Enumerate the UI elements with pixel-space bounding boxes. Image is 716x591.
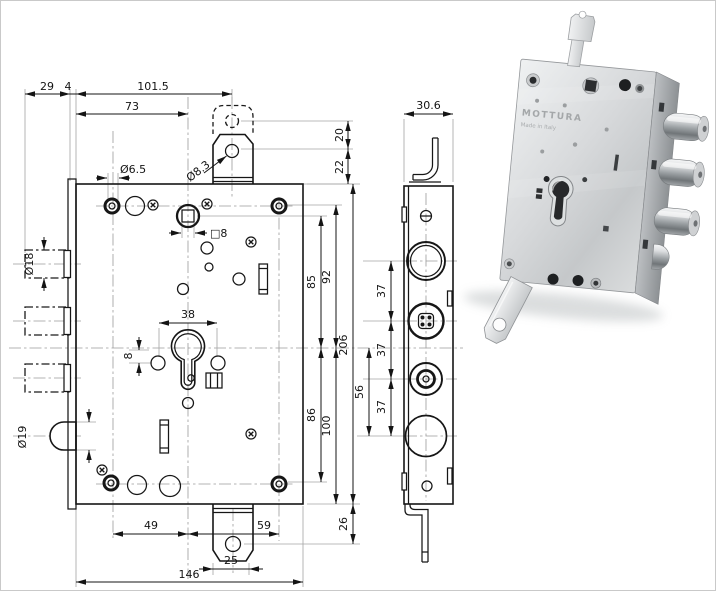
front-centerlines: [9, 97, 463, 579]
bottom-fixing-tab: [212, 504, 254, 562]
deadbolts-dashed: [24, 249, 72, 393]
photo-bolt-2: [658, 158, 705, 188]
dim-fixing-hole-dia: Ø6.5: [120, 163, 146, 176]
dim-latch-dia: Ø19: [16, 426, 29, 449]
dim-cylinder-screw-spacing: 38: [181, 308, 195, 321]
dim-axis-to-screw: 8: [122, 353, 135, 360]
side-edge-tabs: [401, 206, 453, 491]
dim-body-width: 146: [179, 568, 200, 581]
side-bolt-holes: [404, 209, 448, 492]
photo-bolt-1: [662, 112, 710, 142]
side-profile-outline: [403, 185, 454, 505]
photo-bottom-tab: [483, 276, 533, 344]
lock-body-outline: [75, 183, 304, 505]
origin-text: Made in Italy: [520, 122, 557, 131]
dim-tab-to-body: 22: [333, 160, 346, 174]
photo-plate-holes: [503, 73, 645, 289]
dim-bolt-pitch-bottom: 37: [375, 400, 388, 414]
photo-service-latch: [651, 243, 670, 270]
photo-keyhole: [547, 176, 574, 227]
dim-deadbolt-dia: Ø18: [23, 253, 36, 276]
dim-axis-to-bottom-holes: 86: [305, 408, 318, 422]
side-view: 30.6 37 37 37 56: [353, 99, 457, 563]
dim-axis-to-latch: 56: [353, 385, 366, 399]
dim-bolt-pitch-top: 37: [375, 284, 388, 298]
euro-cylinder-hole: [170, 329, 206, 391]
side-centerlines: [405, 193, 457, 501]
dim-edge-to-center: 73: [125, 100, 139, 113]
dim-holes-to-center: 49: [144, 519, 158, 532]
dim-body-depth: 30.6: [416, 99, 441, 112]
dim-bolt-pitch-mid: 37: [375, 343, 388, 357]
photo-top-tab: [567, 13, 596, 43]
latch-bolt: [49, 421, 77, 451]
dim-spindle-to-axis: 85: [305, 275, 318, 289]
front-dimension-lines: [24, 91, 356, 585]
dim-bolt-throw: 29: [40, 80, 54, 93]
dim-corner-hole-to-axis: 92: [320, 270, 333, 284]
dim-plate-thickness: 4: [65, 80, 72, 93]
dim-center-to-right-holes: 59: [257, 519, 271, 532]
photo-bolt-3: [653, 207, 700, 237]
top-tab-hole: [224, 143, 240, 159]
spindle-square-hole: [175, 203, 201, 229]
dim-body-height: 206: [337, 335, 350, 356]
photo-top-strip: [567, 37, 585, 68]
dim-tab-stroke: 20: [333, 128, 346, 142]
front-view: 29 4 101.5 73 Ø6.5 Ø8.3 20 22 92 85 206 …: [9, 80, 463, 587]
dim-bottom-tab-width: 25: [224, 554, 238, 567]
top-fixing-tab: [212, 104, 254, 184]
dim-spindle-square: □8: [210, 227, 227, 240]
top-control-rod: [409, 137, 441, 183]
faceplate: [67, 178, 77, 510]
side-dimension-lines: [366, 111, 454, 437]
dim-bottom-to-tab-hole: 26: [337, 517, 350, 531]
bottom-control-rod: [404, 504, 429, 563]
dim-axis-to-bottom: 100: [320, 416, 333, 437]
dim-edge-to-tab-hole: 101.5: [137, 80, 169, 93]
product-photo: MOTTURA Made in Italy: [463, 10, 710, 344]
front-detail-holes: [96, 195, 288, 498]
